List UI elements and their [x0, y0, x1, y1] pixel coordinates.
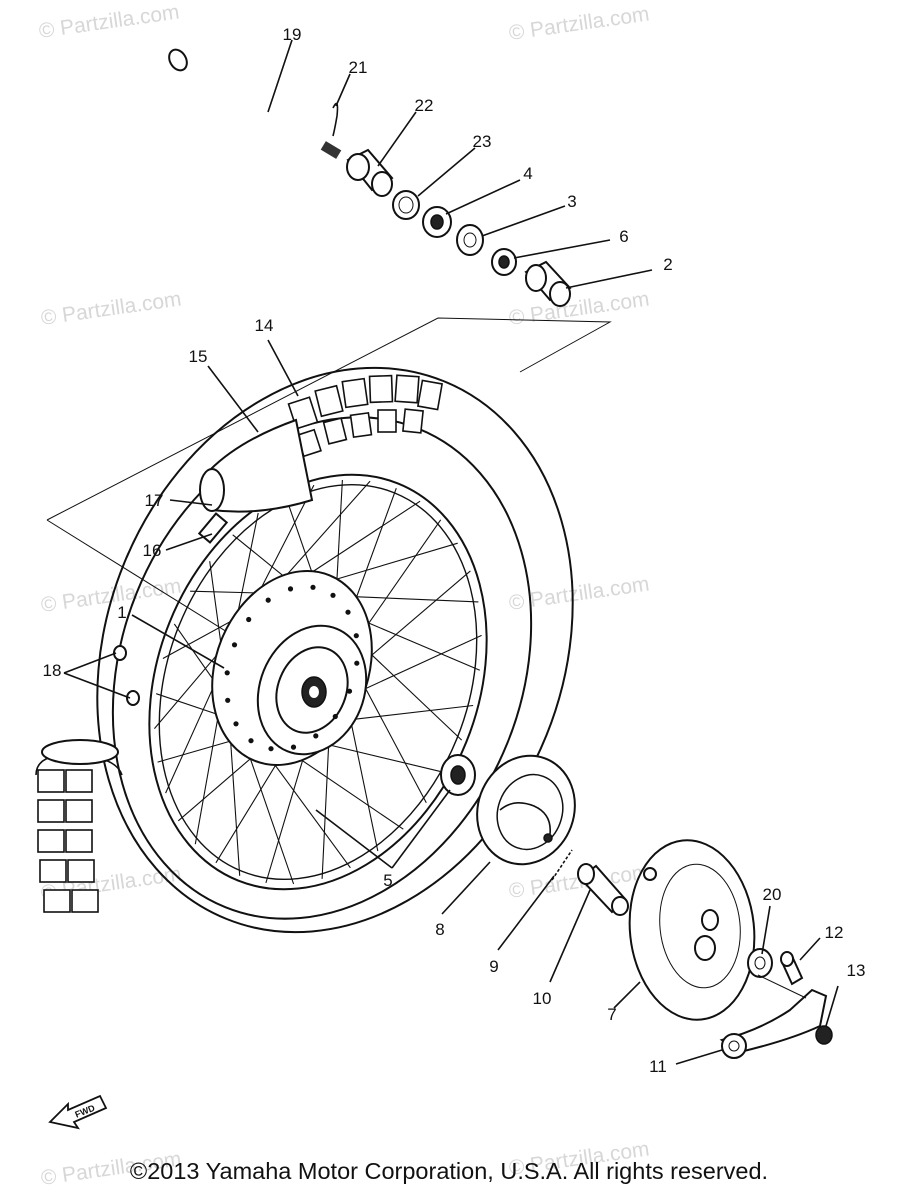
- callout-23: 23: [473, 132, 492, 151]
- spacer-collar: [524, 260, 572, 307]
- callout-1: 1: [117, 603, 126, 622]
- projection-line-2: [46, 519, 241, 641]
- projection-line: [46, 317, 612, 521]
- callout-14: 14: [255, 316, 274, 335]
- spacer: [456, 224, 484, 256]
- bearing-6: [491, 248, 517, 276]
- cotter-pin: [332, 102, 339, 137]
- callout-17: 17: [145, 491, 164, 510]
- watermark-1: © Partzilla.com: [37, 0, 180, 42]
- spokes: [153, 479, 482, 885]
- spoke-nipples: [113, 645, 140, 706]
- callout-21: 21: [349, 58, 368, 77]
- callout-4: 4: [523, 164, 532, 183]
- tire: [35, 366, 574, 934]
- callout-2: 2: [663, 255, 672, 274]
- watermark-2: © Partzilla.com: [507, 2, 650, 44]
- callout-5: 5: [383, 871, 392, 890]
- cam-lever: [719, 974, 828, 1059]
- watermark-3: © Partzilla.com: [39, 287, 182, 329]
- camshaft: [577, 863, 629, 916]
- callout-18: 18: [43, 661, 62, 680]
- hub: [211, 570, 373, 766]
- callout-20: 20: [763, 885, 782, 904]
- nut-13: [815, 1025, 833, 1045]
- fwd-arrow-icon: FWD: [48, 1094, 108, 1130]
- callout-22: 22: [415, 96, 434, 115]
- bolt-12: [780, 951, 804, 986]
- brake-plate: [628, 839, 756, 1021]
- watermark-4: © Partzilla.com: [507, 287, 650, 329]
- callout-9: 9: [489, 957, 498, 976]
- callout-12: 12: [825, 923, 844, 942]
- callout-8: 8: [435, 920, 444, 939]
- watermark-5: © Partzilla.com: [39, 574, 182, 616]
- bearing-4: [422, 206, 452, 238]
- spring: [551, 849, 573, 881]
- oil-seal: [392, 190, 420, 220]
- callout-6: 6: [619, 227, 628, 246]
- tube: [197, 418, 314, 544]
- callouts: 19 21 22 23 4 3 6 2 14 15 17 16 1 18 5 8…: [43, 25, 866, 1076]
- leader-lines: [63, 39, 839, 1065]
- callout-7: 7: [607, 1005, 616, 1024]
- brake-shoe: [476, 754, 576, 866]
- copyright-notice: ©2013 Yamaha Motor Corporation, U.S.A. A…: [129, 1158, 769, 1184]
- bearing-5: [440, 754, 476, 796]
- callout-11: 11: [649, 1057, 667, 1076]
- collar: [346, 148, 394, 197]
- callout-15: 15: [189, 347, 208, 366]
- callout-19: 19: [283, 25, 302, 44]
- callout-3: 3: [567, 192, 576, 211]
- nut-20: [747, 948, 773, 978]
- callout-13: 13: [847, 961, 866, 980]
- callout-16: 16: [143, 541, 162, 560]
- axle: [168, 48, 342, 160]
- callout-10: 10: [533, 989, 552, 1008]
